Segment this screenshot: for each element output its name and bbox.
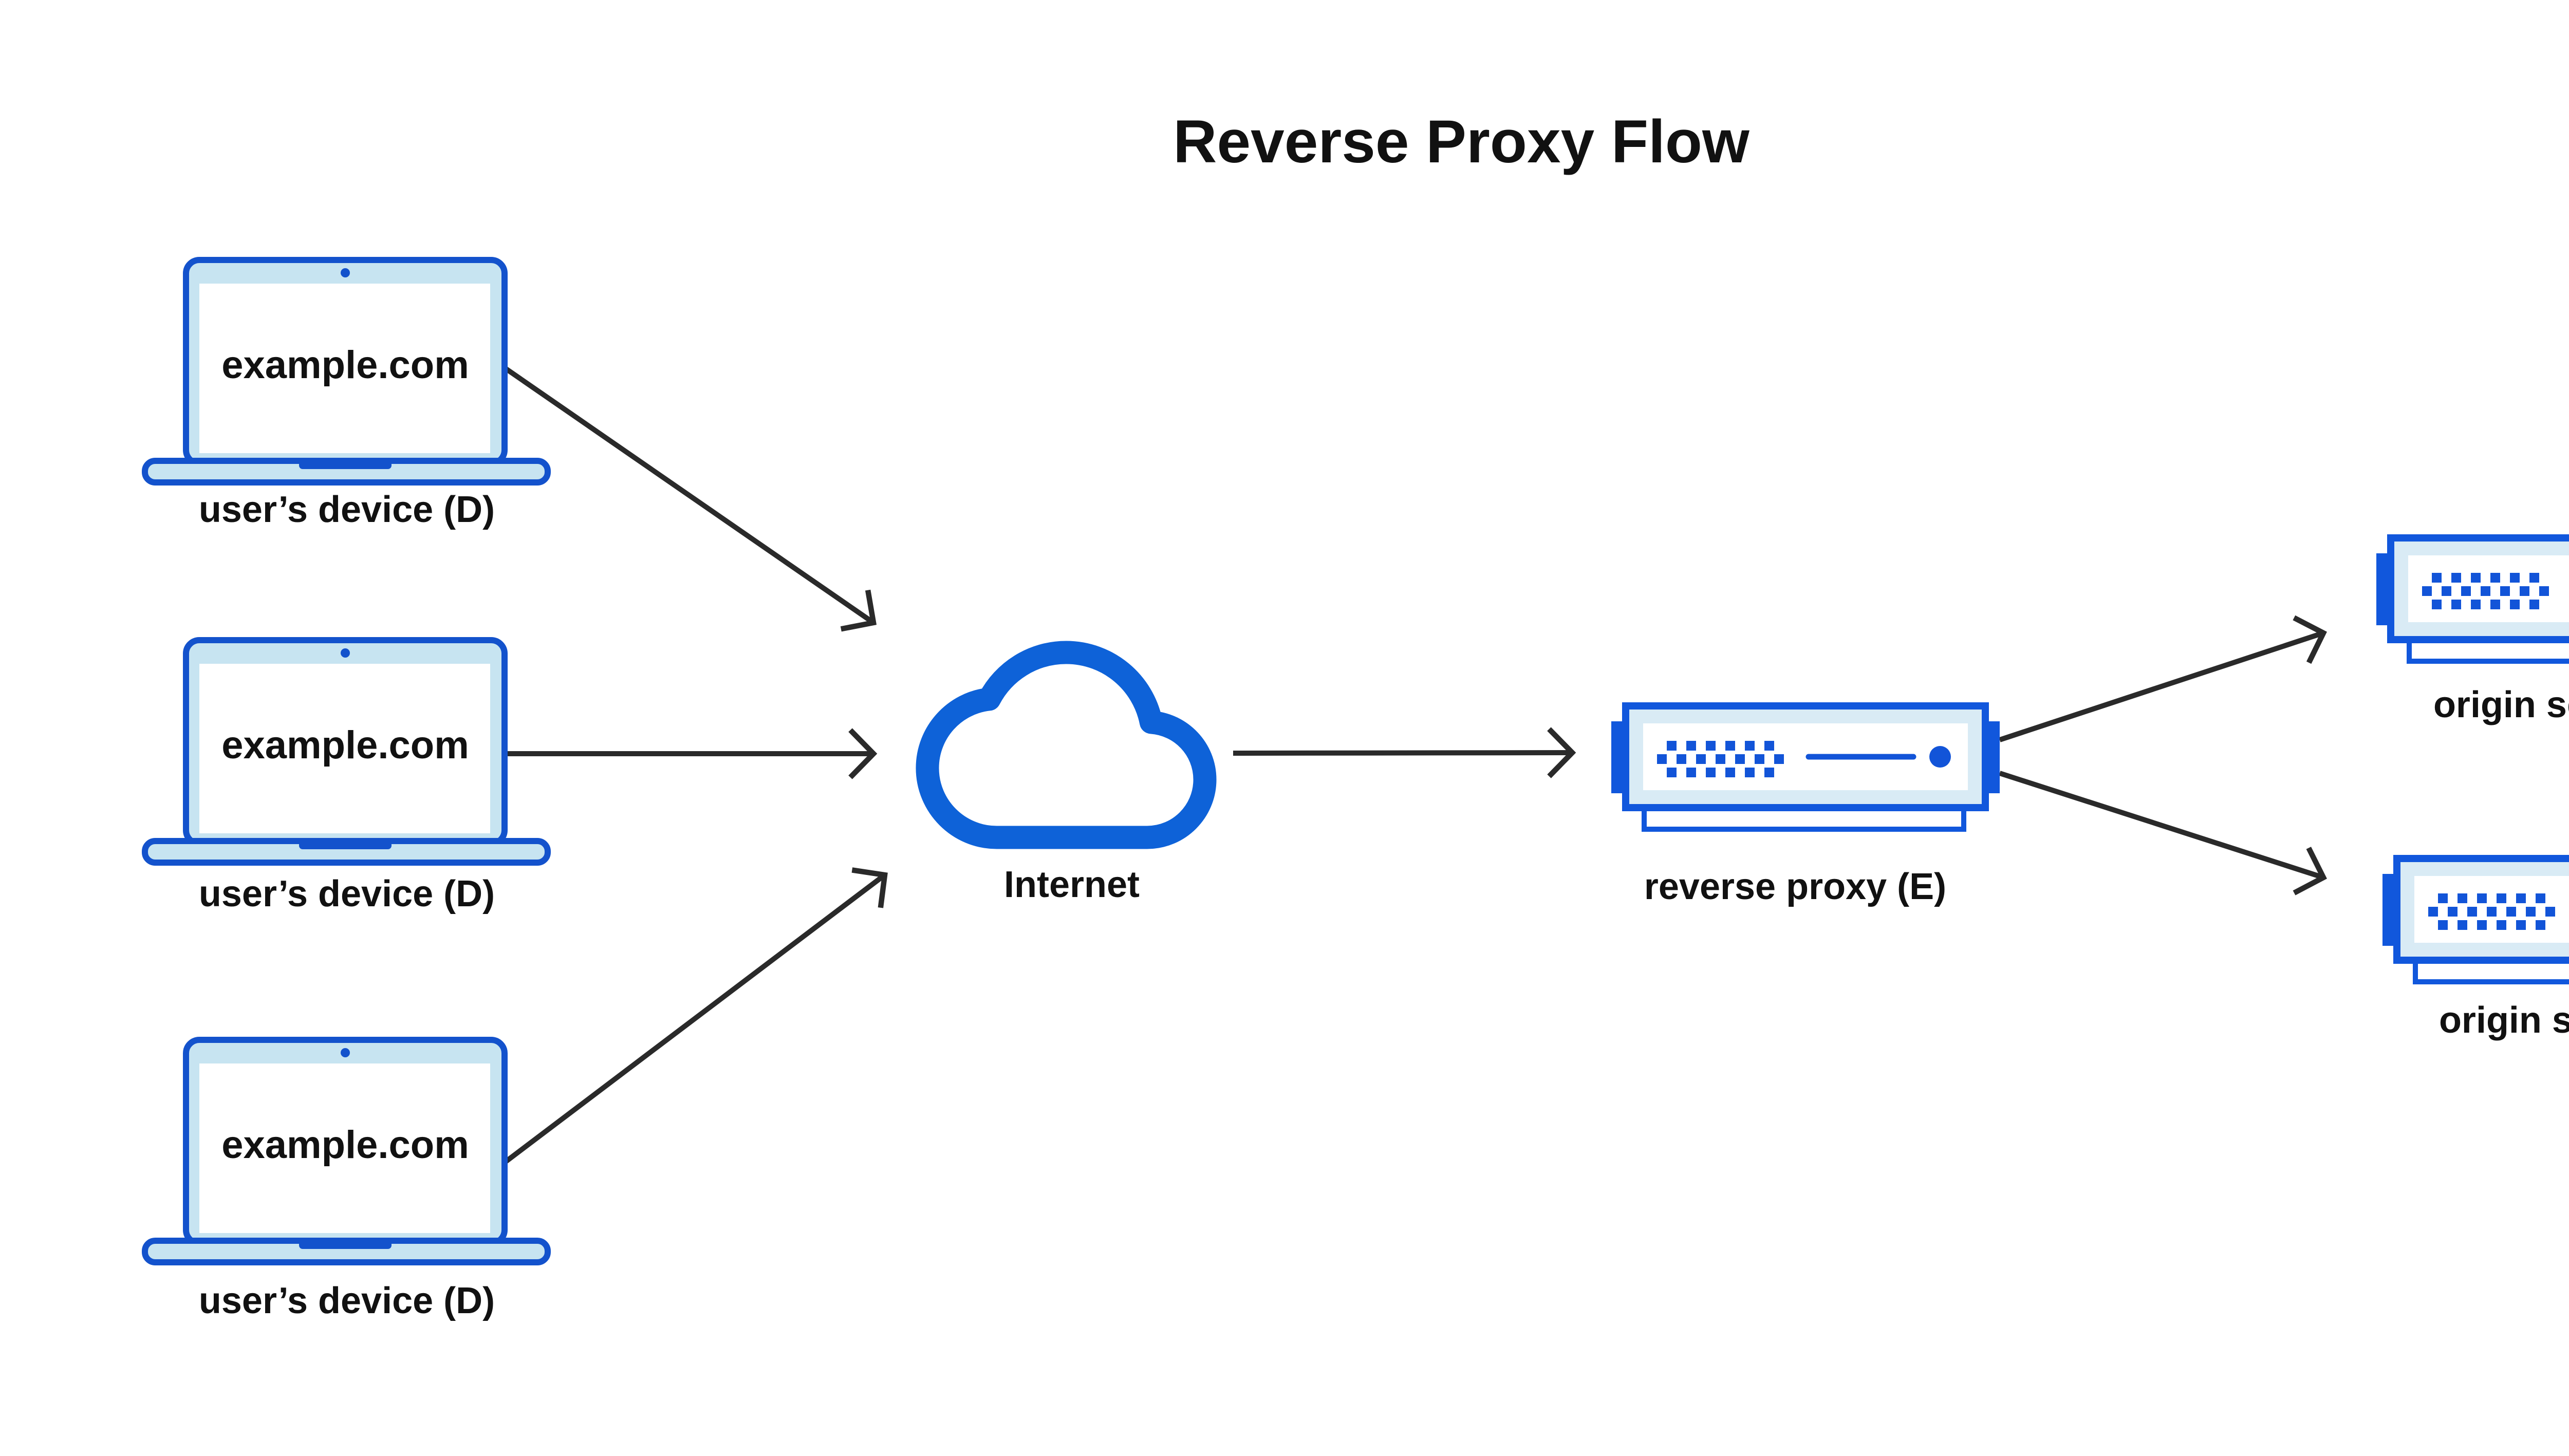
node-internet: Internet xyxy=(916,641,1217,905)
device-screen-url: example.com xyxy=(221,723,469,767)
node-origin-server-2: origin server (F) xyxy=(2382,858,2569,1041)
server-icon xyxy=(1611,706,2000,829)
node-user-device-1: example.com user’s device (D) xyxy=(145,260,548,530)
reverse-proxy-label: reverse proxy (E) xyxy=(1644,866,1946,907)
origin-server-label: origin server (F) xyxy=(2433,684,2569,725)
device-screen-url: example.com xyxy=(221,1123,469,1167)
arrow-device3-to-internet xyxy=(503,867,888,1164)
node-user-device-3: example.com user’s device (D) xyxy=(145,1040,548,1321)
server-icon xyxy=(2376,538,2569,661)
diagram-title: Reverse Proxy Flow xyxy=(1173,108,1750,176)
node-reverse-proxy: reverse proxy (E) xyxy=(1611,706,2000,907)
device-label: user’s device (D) xyxy=(199,873,495,914)
arrow-reverse-proxy-to-origin1 xyxy=(1999,615,2327,742)
edges xyxy=(503,366,2327,1164)
server-icon xyxy=(2382,858,2569,982)
device-screen-url: example.com xyxy=(221,343,469,387)
arrow-device1-to-internet xyxy=(505,366,877,632)
node-user-device-2: example.com user’s device (D) xyxy=(145,640,548,914)
cloud-icon xyxy=(916,641,1217,849)
device-label: user’s device (D) xyxy=(199,489,495,530)
internet-label: Internet xyxy=(1004,864,1140,905)
device-label: user’s device (D) xyxy=(199,1280,495,1321)
arrow-reverse-proxy-to-origin2 xyxy=(1999,771,2327,895)
origin-server-label: origin server (F) xyxy=(2439,1000,2569,1041)
node-origin-server-1: origin server (F) xyxy=(2376,538,2569,725)
